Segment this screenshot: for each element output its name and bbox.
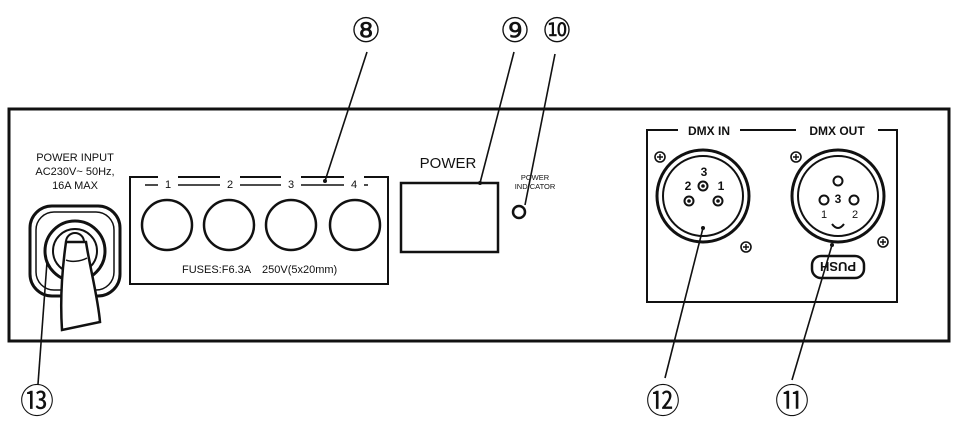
fuse-holder-1: 1 xyxy=(140,176,194,252)
fuse-number-4: 4 xyxy=(351,179,357,191)
dmx-in-pin-3: 3 xyxy=(701,165,708,179)
callout-number-9: ⑨ xyxy=(500,12,530,50)
fuse-number-3: 3 xyxy=(288,179,294,191)
leader-line-11 xyxy=(791,244,833,381)
callout-12: ⑫ xyxy=(646,383,680,421)
push-label: PUSH xyxy=(820,259,856,274)
leader-line-8 xyxy=(324,51,368,182)
dmx-out-pin-2: 2 xyxy=(852,209,858,221)
power-indicator-label-2: INDICATOR xyxy=(515,182,556,191)
callout-13: ⑬ xyxy=(20,383,54,421)
dmx-out-connector: 3 1 2 xyxy=(790,148,889,248)
leader-line-10 xyxy=(524,53,556,206)
leader-line-12 xyxy=(664,227,704,379)
dmx-out-pin-3: 3 xyxy=(835,192,842,206)
fuse-number-1: 1 xyxy=(165,179,171,191)
callout-number-12: ⑫ xyxy=(646,383,680,421)
callout-number-11: ⑪ xyxy=(775,383,809,421)
dmx-out-label: DMX OUT xyxy=(809,124,865,138)
power-input-rating: AC230V~ 50Hz, xyxy=(35,166,114,178)
callout-number-13: ⑬ xyxy=(20,383,54,421)
dmx-in-label: DMX IN xyxy=(688,124,730,138)
dmx-in-connector: 3 2 1 xyxy=(654,148,752,253)
dmx-panel-outline xyxy=(646,129,898,303)
power-input-current: 16A MAX xyxy=(52,180,99,192)
callout-10: ⑩ xyxy=(542,12,572,50)
fuse-type-label: FUSES:F6.3A xyxy=(182,264,252,276)
dmx-out-pin-1: 1 xyxy=(821,209,827,221)
leader-line-9 xyxy=(479,51,515,184)
callout-11: ⑪ xyxy=(775,383,809,421)
callout-8: ⑧ xyxy=(351,12,381,50)
leader-line-13 xyxy=(37,261,48,385)
power-switch xyxy=(399,181,500,254)
dmx-in-pin-2: 2 xyxy=(685,179,692,193)
dmx-in-pin-1: 1 xyxy=(718,179,725,193)
power-indicator-lamp xyxy=(511,204,527,220)
fuse-holder-4: 4 xyxy=(328,176,382,252)
power-switch-label: POWER xyxy=(420,155,477,172)
leader-lines xyxy=(37,51,833,385)
power-input-title: POWER INPUT xyxy=(36,152,114,164)
callout-number-8: ⑧ xyxy=(351,12,381,50)
callout-9: ⑨ xyxy=(500,12,530,50)
fuse-size-label: 250V(5x20mm) xyxy=(262,264,337,276)
power-cable-icon xyxy=(59,240,102,332)
fuse-holder-3: 3 xyxy=(264,176,318,252)
fuse-panel-outline xyxy=(129,176,389,285)
callout-number-10: ⑩ xyxy=(542,12,572,50)
dmx-out-push-latch: PUSH xyxy=(810,254,866,280)
power-indicator-label-1: POWER xyxy=(521,173,550,182)
fuse-holder-2: 2 xyxy=(202,176,256,252)
fuse-number-2: 2 xyxy=(227,179,233,191)
